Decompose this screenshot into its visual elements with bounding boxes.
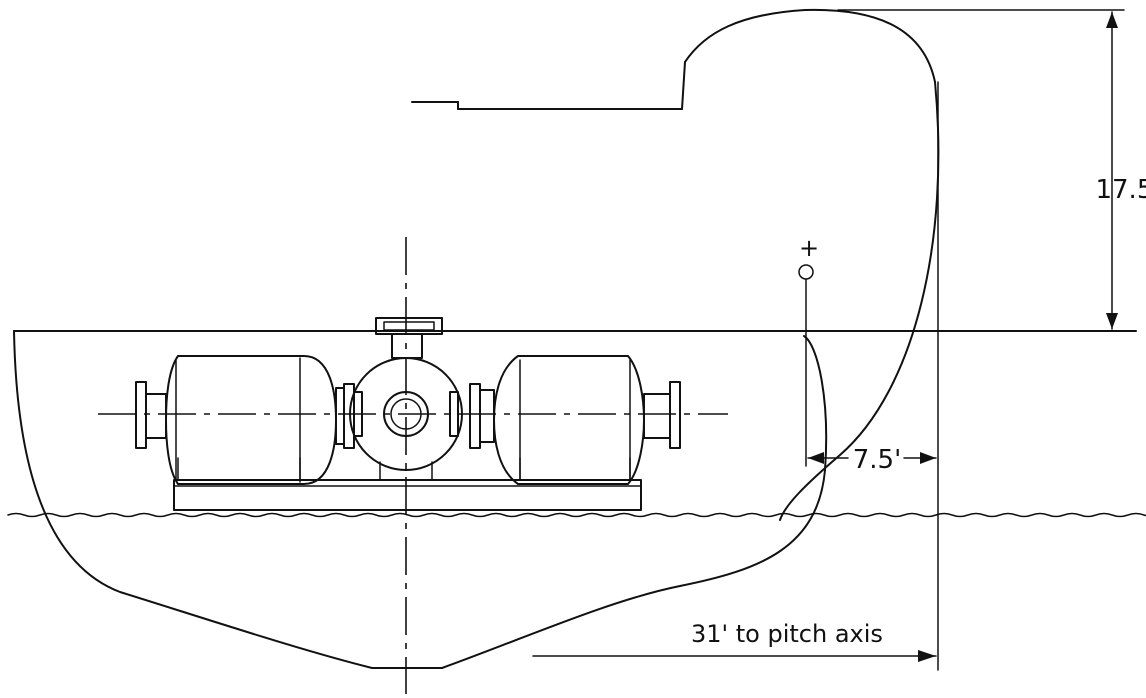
pitch-axis-dimension: 31' to pitch axis: [532, 620, 937, 662]
base-plate: [173, 479, 642, 511]
measurement-point-marker: +: [799, 234, 819, 262]
superstructure-outline: [411, 8, 940, 521]
offset-dimension-label: 7.5': [853, 445, 902, 475]
pitch-axis-dimension-label: 31' to pitch axis: [691, 620, 883, 648]
center-pump: [349, 317, 463, 481]
waterline: [7, 512, 1146, 518]
machinery-assembly: [135, 317, 681, 511]
hull-outline: [13, 330, 1137, 669]
height-dimension-label: 17.5': [1095, 175, 1146, 205]
measurement-point: +: [798, 234, 819, 467]
height-dimension: 17.5': [837, 9, 1146, 330]
right-tank: [469, 355, 681, 485]
left-tank: [135, 355, 355, 485]
tank-supports: [177, 457, 631, 481]
offset-dimension: 7.5': [807, 445, 937, 475]
